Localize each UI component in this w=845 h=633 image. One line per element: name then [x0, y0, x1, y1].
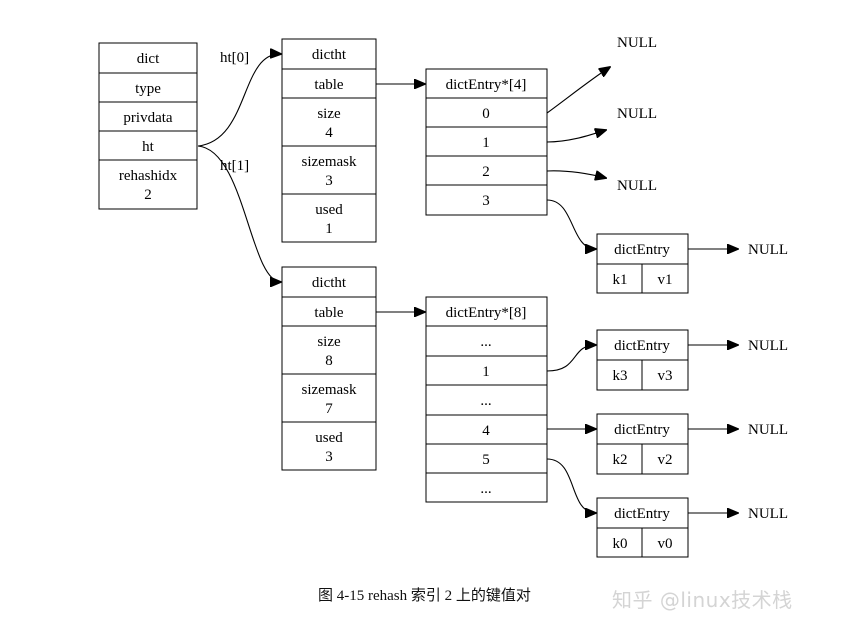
watermark: 知乎 @linux技术栈 — [612, 588, 793, 612]
edge-ht1 — [197, 145, 281, 282]
dictht0-size-value: 4 — [325, 125, 333, 141]
dictentry-array-4: dictEntry*[4] 0 1 2 3 — [425, 68, 548, 216]
dictht1-sizemask-value: 7 — [325, 401, 333, 417]
dictentry-array-8: dictEntry*[8] ... 1 ... 4 5 ... — [425, 296, 548, 503]
dictentry-k3: dictEntry k3 v3 — [596, 329, 689, 391]
dictentry-k1: dictEntry k1 v1 — [596, 233, 689, 294]
dict-rehashidx-field: rehashidx — [119, 168, 178, 184]
dictht0-used-field: used — [315, 202, 343, 218]
dict-privdata-field: privdata — [123, 110, 172, 126]
array0-header: dictEntry*[4] — [446, 77, 527, 93]
entry-k1-key: k1 — [613, 272, 628, 288]
null-label: NULL — [748, 506, 788, 522]
entry-k2-title: dictEntry — [614, 422, 670, 438]
null-label: NULL — [748, 422, 788, 438]
dictht0-size-field: size — [317, 106, 341, 122]
array1-cell-0: ... — [480, 334, 491, 350]
edge-a0-2-null — [546, 170, 606, 178]
dictht0-title: dictht — [312, 47, 347, 63]
entry-k3-title: dictEntry — [614, 338, 670, 354]
edge-a1-5-k0 — [546, 458, 596, 513]
entry-k2-value: v2 — [658, 452, 673, 468]
array0-cell-3: 3 — [482, 193, 490, 209]
edges — [197, 54, 738, 513]
dict-ht-field: ht — [142, 139, 155, 155]
null-label: NULL — [748, 242, 788, 258]
dictht0-sizemask-value: 3 — [325, 173, 333, 189]
dictentry-k2: dictEntry k2 v2 — [596, 413, 689, 475]
null-label: NULL — [617, 106, 657, 122]
ht1-edge-label: ht[1] — [220, 158, 249, 174]
dictht0-used-value: 1 — [325, 221, 333, 237]
entry-k1-title: dictEntry — [614, 242, 670, 258]
dict-rehashidx-value: 2 — [144, 187, 152, 203]
dictht0-sizemask-field: sizemask — [302, 154, 357, 170]
dictht-0: dictht table size 4 sizemask 3 used 1 — [281, 38, 377, 243]
array0-cell-0: 0 — [482, 106, 490, 122]
dictht1-table-field: table — [314, 305, 343, 321]
entry-k0-key: k0 — [613, 536, 628, 552]
edge-a0-0-null — [546, 67, 610, 114]
dictht1-used-field: used — [315, 430, 343, 446]
dictht1-used-value: 3 — [325, 449, 333, 465]
figure-caption: 图 4-15 rehash 索引 2 上的键值对 — [318, 588, 531, 604]
dictht1-sizemask-field: sizemask — [302, 382, 357, 398]
entry-k2-key: k2 — [613, 452, 628, 468]
array1-cell-2: ... — [480, 393, 491, 409]
dict-title: dict — [137, 51, 160, 67]
edge-a1-1-k3 — [546, 345, 596, 372]
entry-k3-key: k3 — [613, 368, 628, 384]
dict-struct: dict type privdata ht rehashidx 2 — [98, 42, 198, 210]
null-label: NULL — [617, 35, 657, 51]
ht0-edge-label: ht[0] — [220, 50, 249, 66]
null-label: NULL — [617, 178, 657, 194]
edge-ht0 — [197, 54, 281, 147]
entry-k1-value: v1 — [658, 272, 673, 288]
dictht1-size-value: 8 — [325, 353, 333, 369]
array0-cell-2: 2 — [482, 164, 490, 180]
entry-k3-value: v3 — [658, 368, 673, 384]
array1-cell-4: 5 — [482, 452, 490, 468]
array1-cell-3: 4 — [482, 423, 490, 439]
dictht1-size-field: size — [317, 334, 341, 350]
dict-type-field: type — [135, 81, 161, 97]
array0-cell-1: 1 — [482, 135, 490, 151]
array1-header: dictEntry*[8] — [446, 305, 527, 321]
dictht0-table-field: table — [314, 77, 343, 93]
dictht1-title: dictht — [312, 275, 347, 291]
array1-cell-1: 1 — [482, 364, 490, 380]
dictht-1: dictht table size 8 sizemask 7 used 3 — [281, 266, 377, 471]
edge-a0-3-k1 — [546, 199, 596, 249]
entry-k0-title: dictEntry — [614, 506, 670, 522]
array1-cell-5: ... — [480, 481, 491, 497]
edge-a0-1-null — [546, 130, 606, 143]
dictentry-k0: dictEntry k0 v0 — [596, 497, 689, 558]
entry-k0-value: v0 — [658, 536, 673, 552]
null-label: NULL — [748, 338, 788, 354]
